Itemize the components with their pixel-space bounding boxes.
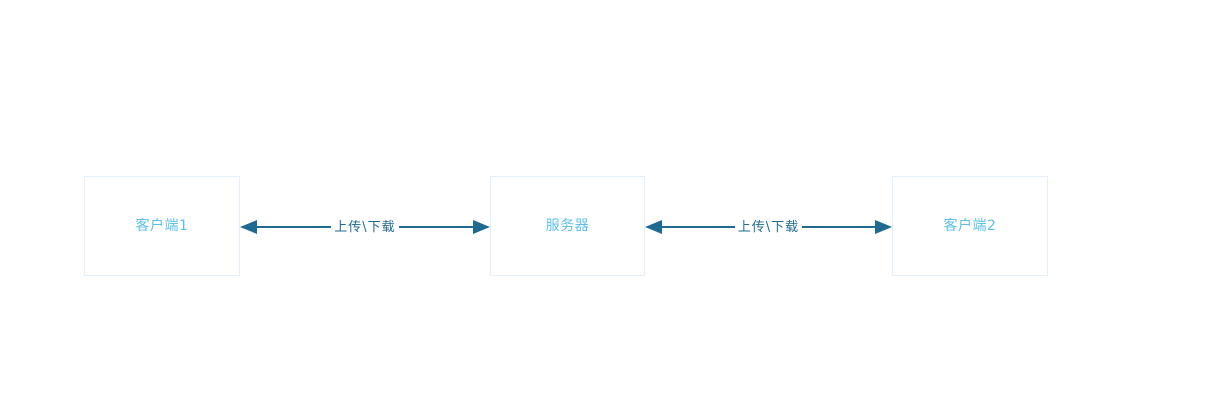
arrowhead-left-end bbox=[473, 220, 490, 234]
edge-server-client2-label: 上传\下载 bbox=[734, 218, 803, 236]
arrowhead-right-start bbox=[645, 220, 662, 234]
node-client1-label: 客户端1 bbox=[135, 218, 189, 234]
edge-server-client2[interactable]: 上传\下载 bbox=[645, 211, 892, 243]
arrowhead-right-end bbox=[875, 220, 892, 234]
edge-client1-server[interactable]: 上传\下载 bbox=[240, 211, 490, 243]
node-client1[interactable]: 客户端1 bbox=[84, 176, 240, 276]
node-server[interactable]: 服务器 bbox=[490, 176, 645, 276]
node-client2[interactable]: 客户端2 bbox=[892, 176, 1048, 276]
edge-client1-server-label: 上传\下载 bbox=[331, 218, 399, 236]
node-client2-label: 客户端2 bbox=[943, 218, 997, 234]
arrowhead-left-start bbox=[240, 220, 257, 234]
node-server-label: 服务器 bbox=[545, 218, 590, 234]
